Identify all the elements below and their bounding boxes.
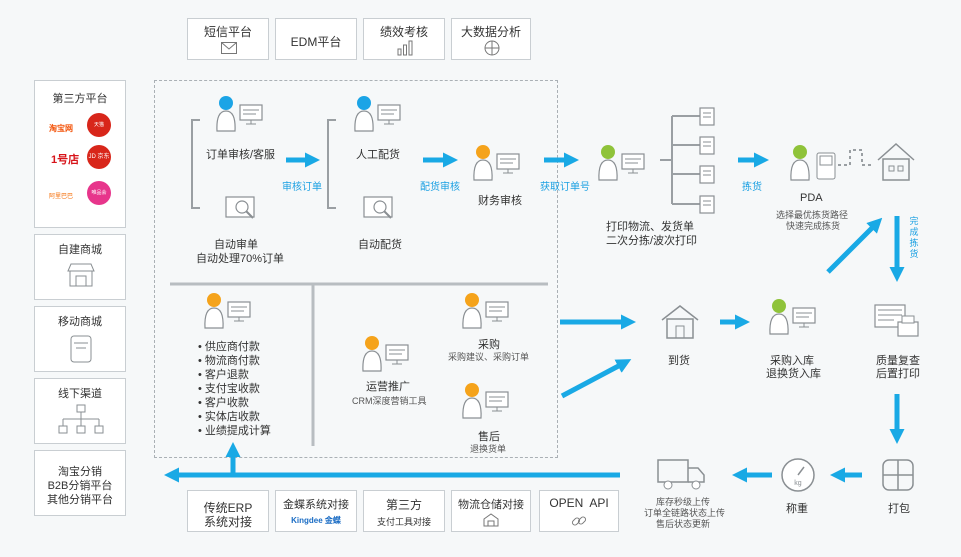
label-qc-1: 质量复查	[876, 355, 920, 367]
erp-core-area	[154, 80, 558, 458]
tool-third-party-payment: 第三方 支付工具对接	[363, 490, 445, 532]
finance-item: • 实体店收款	[198, 411, 260, 423]
arrival-house-icon	[661, 305, 699, 339]
label-pack: 打包	[888, 503, 910, 515]
finance-item: • 客户收款	[198, 397, 249, 409]
label-print-1: 打印物流、发货单	[606, 221, 694, 233]
warehouse-icon	[483, 513, 499, 527]
tool-label: 金蝶系统对接	[283, 499, 349, 511]
tool-label: OPEN API	[549, 496, 609, 510]
tool-label: 第三方	[385, 498, 422, 512]
tool-bigdata: 大数据分析	[451, 18, 531, 60]
network-icon	[484, 40, 500, 56]
finance-item: • 供应商付款	[198, 341, 260, 353]
finance-item: • 支付宝收款	[198, 383, 260, 395]
label-pda-sub-2: 快速完成拣货	[786, 221, 841, 231]
label-weigh: 称重	[786, 503, 808, 515]
package-icon	[882, 459, 914, 491]
logo-taobao: 淘宝网	[49, 124, 73, 133]
tool-open-api: OPEN API	[539, 490, 619, 532]
house-icon	[877, 142, 915, 181]
label-pda: PDA	[800, 192, 823, 204]
label-aftersale-sub: 退换货单	[470, 444, 507, 454]
label-ship-sub-2: 订单全链路状态上传	[644, 508, 726, 518]
tool-edm: EDM平台	[275, 18, 357, 60]
kingdee-logo: Kingdee 金蝶	[291, 516, 341, 525]
label-auto-alloc: 自动配货	[358, 239, 402, 251]
finance-item: • 业绩提成计算	[198, 425, 271, 437]
dist-b2b: B2B分销平台	[47, 480, 113, 492]
tool-label: 系统对接	[203, 515, 252, 529]
logo-jd: JD 京东	[87, 145, 111, 169]
label-order-review: 订单审核/客服	[206, 149, 276, 161]
tool-traditional-erp: 传统ERP 系统对接	[187, 490, 269, 532]
dist-other: 其他分销平台	[47, 494, 113, 506]
dist-taobao: 淘宝分销	[58, 466, 102, 478]
inbound-person-icon	[769, 299, 816, 335]
tool-performance: 绩效考核	[363, 18, 445, 60]
label-pick-arrow: 拣货	[742, 182, 762, 193]
pda-person-icon	[790, 145, 810, 181]
tool-sms: 短信平台	[187, 18, 269, 60]
mobile-mall: 移动商城	[34, 306, 126, 372]
mobile-shop-icon	[70, 335, 92, 363]
label-operation: 运营推广	[366, 381, 410, 393]
link-icon	[571, 516, 587, 526]
label-print-2: 二次分拣/波次打印	[606, 235, 698, 247]
logo-yhd: 1号店	[51, 154, 80, 166]
tool-sub-label: 支付工具对接	[376, 517, 431, 527]
arrow-aftersale-to-arrival	[560, 359, 632, 399]
tool-label: 物流仓储对接	[458, 499, 524, 511]
label-arrival: 到货	[668, 355, 690, 367]
tool-label: 传统ERP	[203, 501, 253, 515]
label-inbound-1: 采购入库	[770, 355, 814, 367]
svg-text:kg: kg	[794, 480, 802, 487]
finance-list: • 供应商付款 • 物流商付款 • 客户退款 • 支付宝收款 • 客户收款 • …	[198, 340, 271, 438]
tool-kingdee: 金蝶系统对接 Kingdee 金蝶	[275, 490, 357, 532]
logo-alibaba: 阿里巴巴	[49, 194, 74, 200]
label-review-arrow: 审核订单	[282, 182, 322, 193]
bar-chart-icon	[397, 40, 413, 56]
label-finance: 财务审核	[478, 195, 522, 207]
printer-icon	[874, 304, 919, 337]
label-qc-2: 后置打印	[876, 368, 920, 380]
offline-channel: 线下渠道	[34, 378, 126, 444]
label-purchase-sub: 采购建议、采购订单	[448, 352, 530, 362]
label-inbound-2: 退换货入库	[766, 368, 821, 380]
scale-icon: kg	[781, 458, 815, 492]
label-auto-review-1: 自动审单	[214, 239, 258, 251]
label-aftersale: 售后	[478, 431, 500, 443]
label-manual-alloc: 人工配货	[356, 149, 400, 161]
self-mall: 自建商城	[34, 234, 126, 300]
finance-item: • 物流商付款	[198, 355, 260, 367]
label-fetch-arrow: 获取订单号	[540, 182, 590, 193]
distribution-channels: 淘宝分销 B2B分销平台 其他分销平台	[34, 450, 126, 516]
label-done-pick: 完成拣货	[909, 216, 919, 259]
logo-vip: 唯品会 vip.com	[87, 181, 111, 205]
label-alloc-arrow: 配货审核	[420, 182, 460, 193]
truck-icon	[657, 459, 705, 490]
pda-icon	[816, 152, 836, 180]
tool-logistics-warehouse: 物流仓储对接	[451, 490, 531, 532]
envelope-icon	[221, 42, 237, 54]
label-purchase: 采购	[478, 339, 500, 351]
label-auto-review-2: 自动处理70%订单	[196, 253, 285, 265]
shop-icon	[67, 263, 95, 287]
label-ship-sub-3: 售后状态更新	[656, 519, 711, 529]
logo-tmall: 天猫 tmall.com	[87, 113, 111, 137]
finance-item: • 客户退款	[198, 369, 249, 381]
label-pda-sub-1: 选择最优拣货路径	[776, 210, 849, 220]
label-ship-sub-1: 库存秒级上传	[656, 497, 711, 507]
hierarchy-icon	[58, 404, 104, 434]
print-person-icon	[598, 145, 645, 181]
label-operation-sub: CRM深度营销工具	[352, 396, 427, 406]
third-party-platforms: 第三方平台 淘宝网 天猫 tmall.com 1号店 JD 京东 阿里巴巴 唯品…	[34, 80, 126, 228]
